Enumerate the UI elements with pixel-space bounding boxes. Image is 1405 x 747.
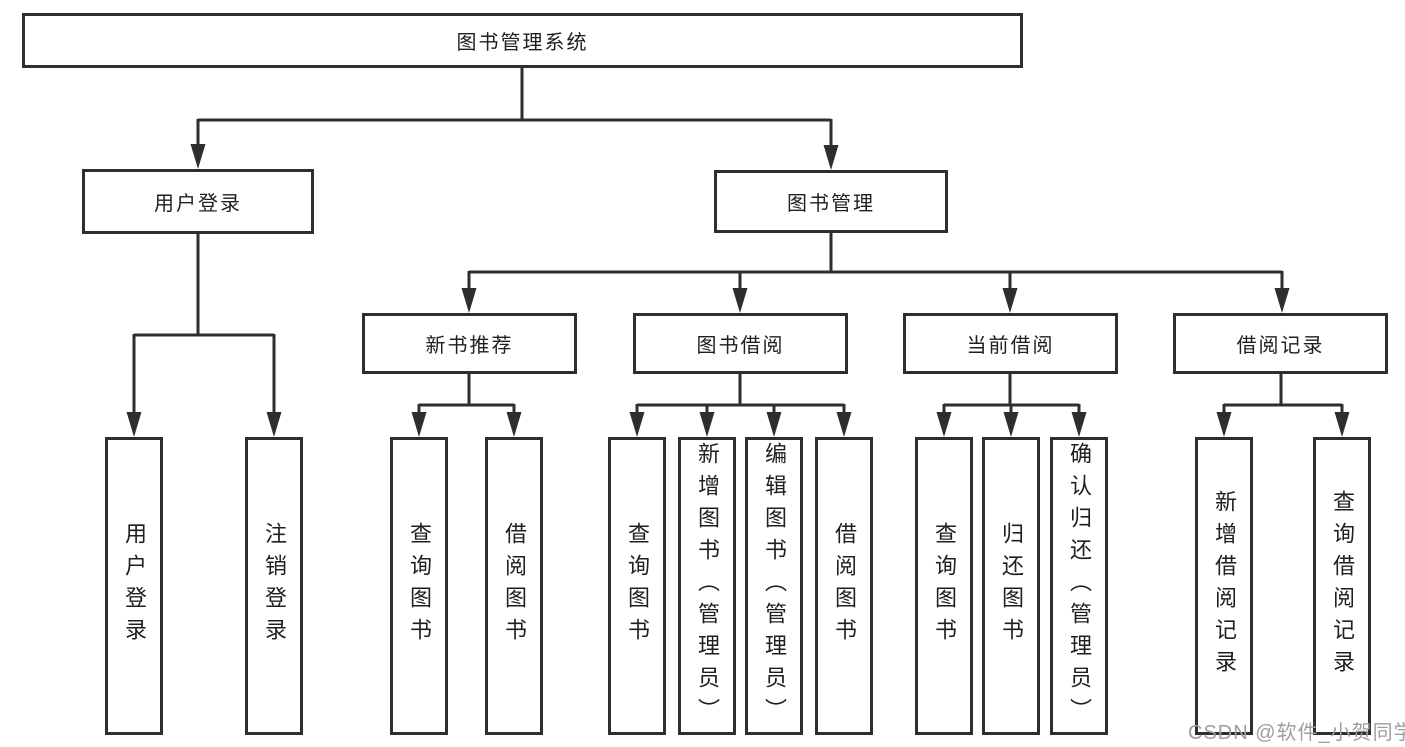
leaf-current-query-label: 查询图书 [932, 522, 957, 650]
node-book-mgmt: 图书管理 [714, 170, 948, 233]
leaf-records-query: 查询借阅记录 [1313, 437, 1371, 735]
csdn-watermark: CSDN @软件_小贺同学 [1188, 722, 1405, 744]
root-branch [190, 68, 839, 170]
node-current-borrow-label: 当前借阅 [966, 335, 1055, 357]
leaf-current-confirm: 确认归还（管理员） [1050, 437, 1108, 735]
leaf-current-query: 查询图书 [915, 437, 973, 735]
node-user-login-label: 用户登录 [154, 193, 242, 215]
leaf-current-return: 归还图书 [982, 437, 1040, 735]
leaf-borrow-borrow-label: 借阅图书 [832, 522, 857, 650]
node-root: 图书管理系统 [22, 13, 1023, 68]
borrow-records-branch [1216, 374, 1350, 437]
node-book-borrow-label: 图书借阅 [696, 335, 785, 357]
node-borrow-records-label: 借阅记录 [1236, 335, 1325, 357]
leaf-borrow-borrow: 借阅图书 [815, 437, 873, 735]
leaf-borrow-query-label: 查询图书 [625, 522, 650, 650]
new-books-branch [411, 374, 522, 437]
leaf-user-login: 用户登录 [105, 437, 163, 735]
leaf-records-query-label: 查询借阅记录 [1330, 490, 1355, 682]
node-new-books-label: 新书推荐 [425, 335, 514, 357]
leaf-borrow-add: 新增图书（管理员） [678, 437, 736, 735]
node-borrow-records: 借阅记录 [1173, 313, 1388, 374]
leaf-user-login-label: 用户登录 [122, 522, 147, 650]
node-book-mgmt-label: 图书管理 [787, 193, 875, 215]
leaf-logout: 注销登录 [245, 437, 303, 735]
current-borrow-branch [936, 374, 1087, 437]
book-borrow-branch [629, 374, 852, 437]
leaf-records-add: 新增借阅记录 [1195, 437, 1253, 735]
user-login-branch [126, 234, 282, 437]
leaf-borrow-edit-label: 编辑图书（管理员） [762, 442, 787, 730]
node-new-books: 新书推荐 [362, 313, 577, 374]
leaf-current-confirm-label: 确认归还（管理员） [1067, 442, 1092, 730]
leaf-borrow-edit: 编辑图书（管理员） [745, 437, 803, 735]
leaf-newbooks-query-label: 查询图书 [407, 522, 432, 650]
leaf-borrow-add-label: 新增图书（管理员） [695, 442, 720, 730]
book-mgmt-branch [461, 233, 1290, 313]
leaf-records-add-label: 新增借阅记录 [1212, 490, 1237, 682]
node-current-borrow: 当前借阅 [903, 313, 1118, 374]
leaf-borrow-query: 查询图书 [608, 437, 666, 735]
leaf-newbooks-borrow: 借阅图书 [485, 437, 543, 735]
leaf-newbooks-borrow-label: 借阅图书 [502, 522, 527, 650]
node-user-login: 用户登录 [82, 169, 314, 234]
leaf-logout-label: 注销登录 [262, 522, 287, 650]
node-root-label: 图书管理系统 [456, 32, 589, 54]
node-book-borrow: 图书借阅 [633, 313, 848, 374]
leaf-current-return-label: 归还图书 [999, 522, 1024, 650]
leaf-newbooks-query: 查询图书 [390, 437, 448, 735]
